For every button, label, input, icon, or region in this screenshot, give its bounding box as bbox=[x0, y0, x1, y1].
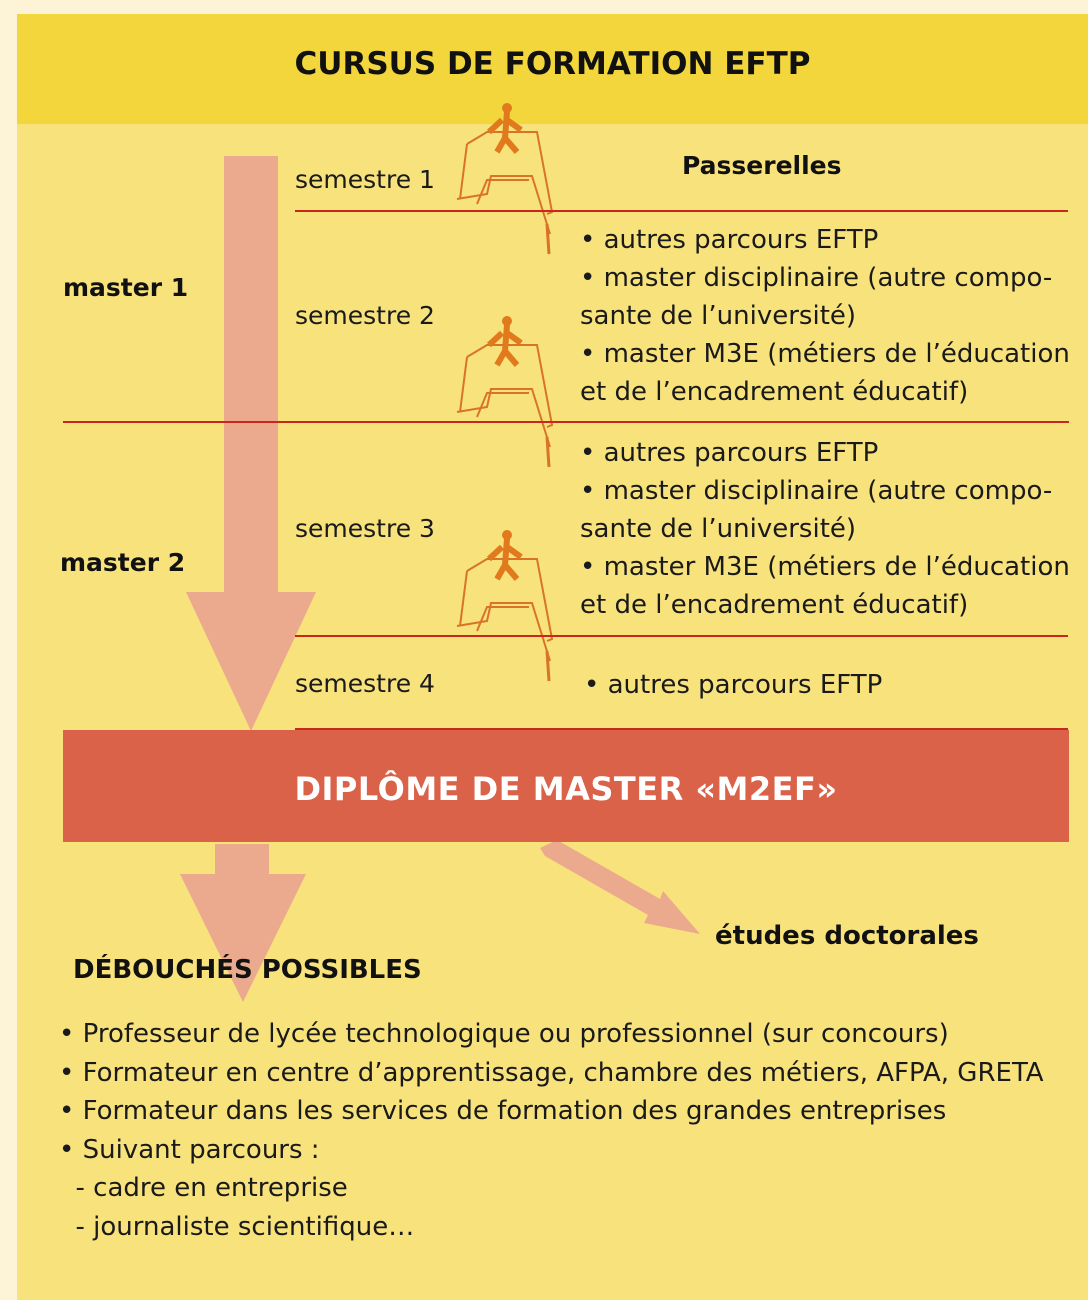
rule-semestre-1 bbox=[295, 210, 1068, 212]
main-down-arrow bbox=[186, 156, 316, 731]
list-item: • master disciplinaire (autre compo- bbox=[580, 476, 1053, 506]
list-item: • Suivant parcours : bbox=[59, 1134, 320, 1165]
debouches-list: • Professeur de lycée technologique ou p… bbox=[59, 1015, 1044, 1246]
list-item: • autres parcours EFTP bbox=[580, 438, 879, 468]
list-item: • Professeur de lycée technologique ou p… bbox=[59, 1019, 949, 1049]
semester-4: semestre 4 bbox=[295, 669, 435, 698]
passerelles-title: Passerelles bbox=[682, 151, 842, 180]
rule-master-1 bbox=[63, 421, 1069, 423]
level-master-2: master 2 bbox=[60, 548, 186, 577]
diploma-box: DIPLÔME DE MASTER «M2EF» bbox=[63, 730, 1069, 842]
header-band: CURSUS DE FORMATION EFTP bbox=[17, 14, 1088, 124]
semester-1: semestre 1 bbox=[295, 165, 435, 194]
list-item: - cadre en entreprise bbox=[59, 1173, 348, 1203]
list-item: - journaliste scientifique… bbox=[59, 1211, 415, 1242]
list-item: • master disciplinaire (autre compo- bbox=[580, 263, 1053, 293]
diagram-canvas: CURSUS DE FORMATION EFTP bbox=[17, 14, 1088, 1300]
list-item: sante de l’université) bbox=[580, 301, 857, 331]
debouches-title: DÉBOUCHÉS POSSIBLES bbox=[73, 955, 422, 985]
list-item: • Formateur en centre d’apprentissage, c… bbox=[59, 1057, 1044, 1088]
climber-icon-3 bbox=[456, 530, 554, 682]
climber-icon-2 bbox=[456, 316, 554, 468]
list-item: • autres parcours EFTP bbox=[580, 225, 879, 255]
passerelles-list-2: • autres parcours EFTP • master discipli… bbox=[580, 434, 1070, 624]
doctoral-label: études doctorales bbox=[715, 921, 979, 951]
list-item: • master M3E (métiers de l’éducation bbox=[580, 339, 1070, 369]
list-item: et de l’encadrement éducatif) bbox=[580, 377, 969, 407]
semester-2: semestre 2 bbox=[295, 301, 435, 330]
passerelles-list-3: • autres parcours EFTP bbox=[584, 666, 882, 704]
diagram-graphics bbox=[180, 103, 700, 1002]
list-item: • autres parcours EFTP bbox=[584, 670, 883, 700]
climber-icon-1 bbox=[456, 103, 554, 255]
diploma-label: DIPLÔME DE MASTER «M2EF» bbox=[294, 770, 838, 808]
passerelles-list-1: • autres parcours EFTP • master discipli… bbox=[580, 221, 1070, 411]
diagram-title: CURSUS DE FORMATION EFTP bbox=[294, 46, 811, 82]
debouches-down-arrow bbox=[180, 844, 306, 1002]
doctoral-arrow bbox=[540, 840, 700, 934]
semester-3: semestre 3 bbox=[295, 514, 435, 543]
list-item: • master M3E (métiers de l’éducation bbox=[580, 552, 1070, 582]
list-item: • Formateur dans les services de formati… bbox=[59, 1096, 947, 1126]
level-master-1: master 1 bbox=[63, 273, 189, 302]
rule-semestre-3 bbox=[295, 635, 1068, 637]
list-item: et de l’encadrement éducatif) bbox=[580, 590, 969, 620]
list-item: sante de l’université) bbox=[580, 514, 857, 544]
rule-semestre-4 bbox=[295, 728, 1068, 730]
